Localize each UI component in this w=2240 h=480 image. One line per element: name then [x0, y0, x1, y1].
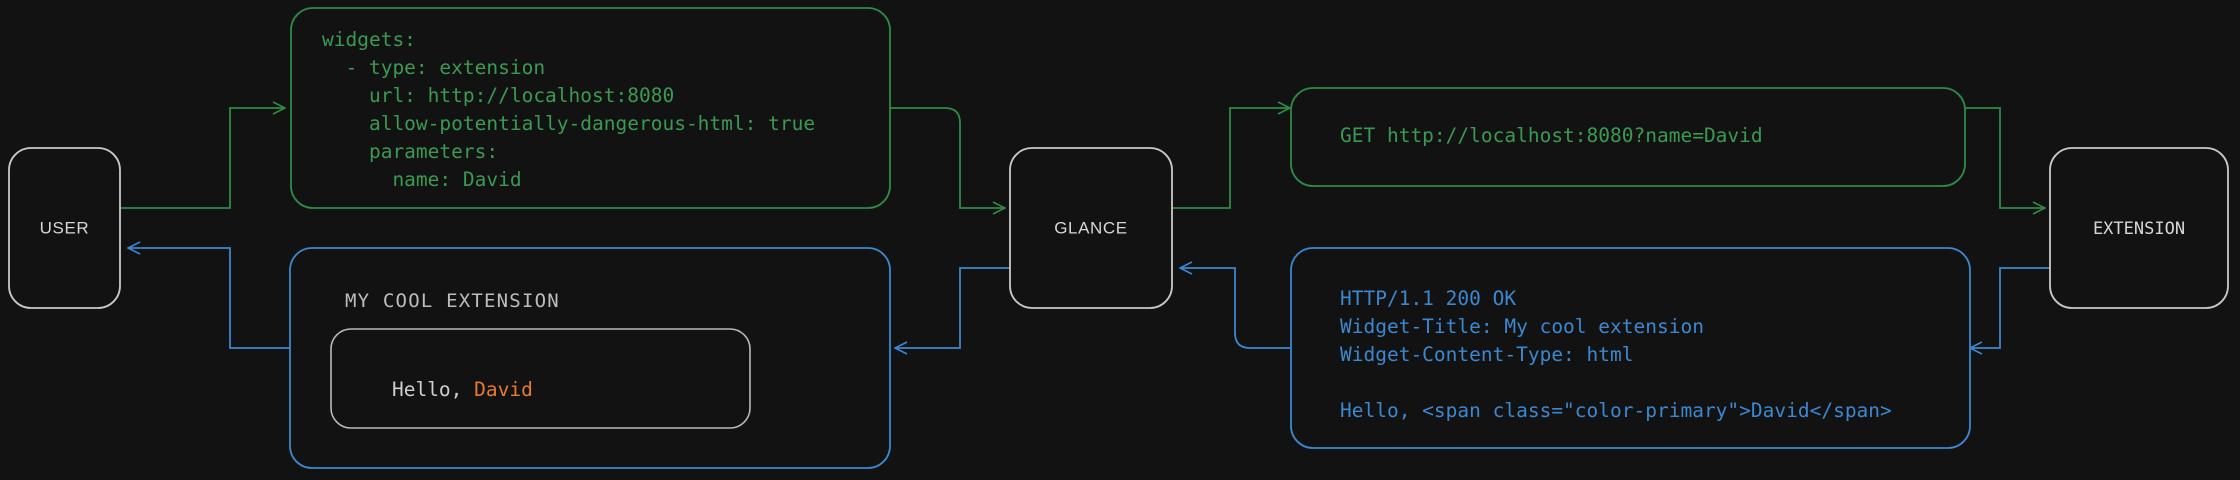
node-glance-label: GLANCE	[1054, 218, 1128, 237]
node-user-label: USER	[40, 218, 90, 237]
http-request-box	[1290, 87, 1966, 187]
http-response-text: HTTP/1.1 200 OK Widget-Title: My cool ex…	[1340, 287, 1892, 422]
widget-inner-frame	[330, 328, 751, 429]
widget-name-accent: David	[474, 378, 533, 401]
edge-glance-to-widget	[895, 267, 1010, 348]
edge-extension-to-response	[1970, 267, 2050, 348]
edge-group-green	[120, 108, 2045, 208]
edge-group-blue	[128, 248, 2050, 348]
widget-greeting: Hello,	[391, 378, 475, 401]
edge-config-to-glance	[890, 107, 1005, 208]
http-request-text: GET http://localhost:8080?name=David	[1340, 124, 1763, 147]
widget-title: MY COOL EXTENSION	[345, 290, 560, 312]
edge-widget-to-user	[128, 248, 290, 349]
node-glance[interactable]: GLANCE	[1009, 147, 1173, 309]
node-user[interactable]: USER	[8, 147, 121, 309]
edge-response-to-glance	[1180, 268, 1290, 349]
widget-body: Hello, David	[345, 355, 533, 424]
node-extension[interactable]: EXTENSION	[2049, 147, 2229, 309]
edge-glance-to-request	[1172, 108, 1290, 209]
yaml-config-text: widgets: - type: extension url: http://l…	[322, 28, 816, 191]
http-response-box	[1290, 247, 1971, 449]
edge-user-to-config	[120, 108, 285, 209]
yaml-config-box	[290, 7, 891, 209]
node-extension-label: EXTENSION	[2093, 219, 2185, 239]
edge-request-to-extension	[1965, 107, 2045, 208]
